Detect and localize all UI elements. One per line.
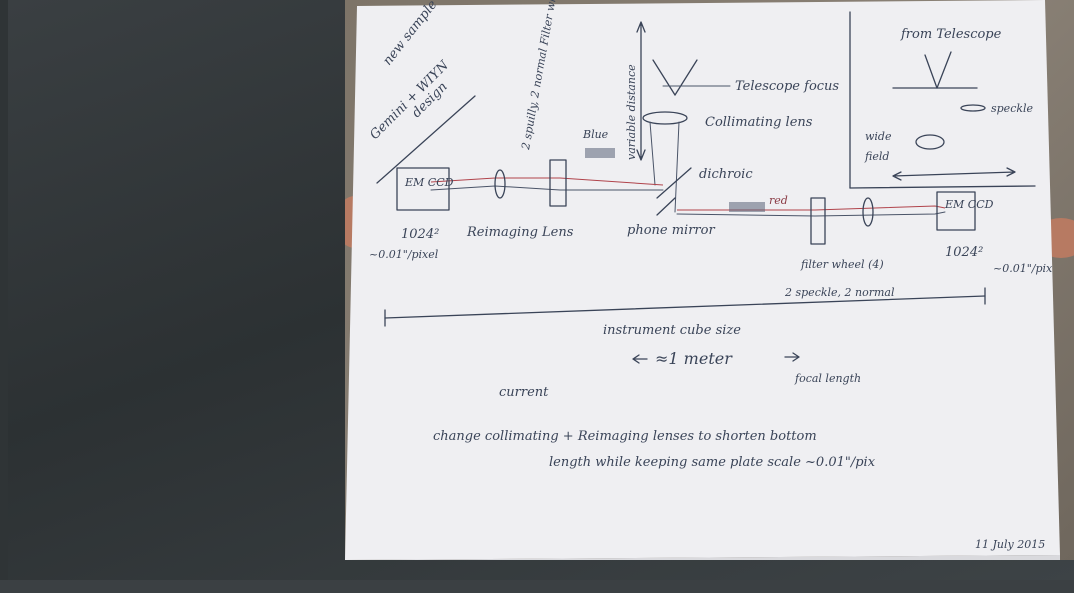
note-line-1: change collimating + Reimaging lenses to…	[433, 429, 817, 444]
left-emccd-label: EM CCD	[404, 176, 454, 189]
phone-mirror-label: phone mirror	[627, 223, 715, 238]
size-estimate-label: ≈1 meter	[655, 349, 733, 368]
note-focal-insert: focal length	[794, 372, 861, 385]
right-filter-wheel-label: filter wheel (4)	[800, 258, 884, 271]
reimaging-lens-label: Reimaging Lens	[466, 225, 574, 240]
right-scale-label: ~0.01"/pix	[993, 262, 1053, 275]
note-current-insert: current	[499, 385, 549, 400]
paper-sheet	[345, 0, 1060, 560]
collimating-lens-label: Collimating lens	[705, 115, 813, 130]
hand-drawn-diagram: new sample Gemini + WIYN design from Tel…	[345, 0, 1074, 560]
blue-label: Blue	[582, 128, 609, 141]
telescope-focus-label: Telescope focus	[735, 79, 839, 94]
wide-label: wide	[865, 130, 892, 143]
instrument-size-label: instrument cube size	[603, 323, 741, 338]
left-pixels-label: 1024²	[401, 227, 439, 242]
variable-distance-label: variable distance	[625, 64, 638, 160]
right-emccd-label: EM CCD	[944, 198, 994, 211]
note-line-2: length while keeping same plate scale ~0…	[549, 455, 876, 470]
right-pixels-label: 1024²	[945, 245, 983, 260]
field-label: field	[864, 150, 889, 163]
left-scale-label: ~0.01"/pixel	[369, 248, 439, 261]
red-label: red	[769, 194, 788, 207]
dichroic-label: dichroic	[699, 167, 753, 182]
speckle-label: speckle	[991, 102, 1034, 115]
date-label: 11 July 2015	[975, 538, 1045, 551]
bottom-strip	[0, 580, 1074, 593]
right-filter-wheel-note: 2 speckle, 2 normal	[784, 286, 895, 299]
red-scribble	[729, 202, 765, 212]
blue-scribble	[585, 148, 615, 158]
sketch-photo: new sample Gemini + WIYN design from Tel…	[345, 0, 1074, 560]
from-telescope-label: from Telescope	[900, 27, 1002, 42]
